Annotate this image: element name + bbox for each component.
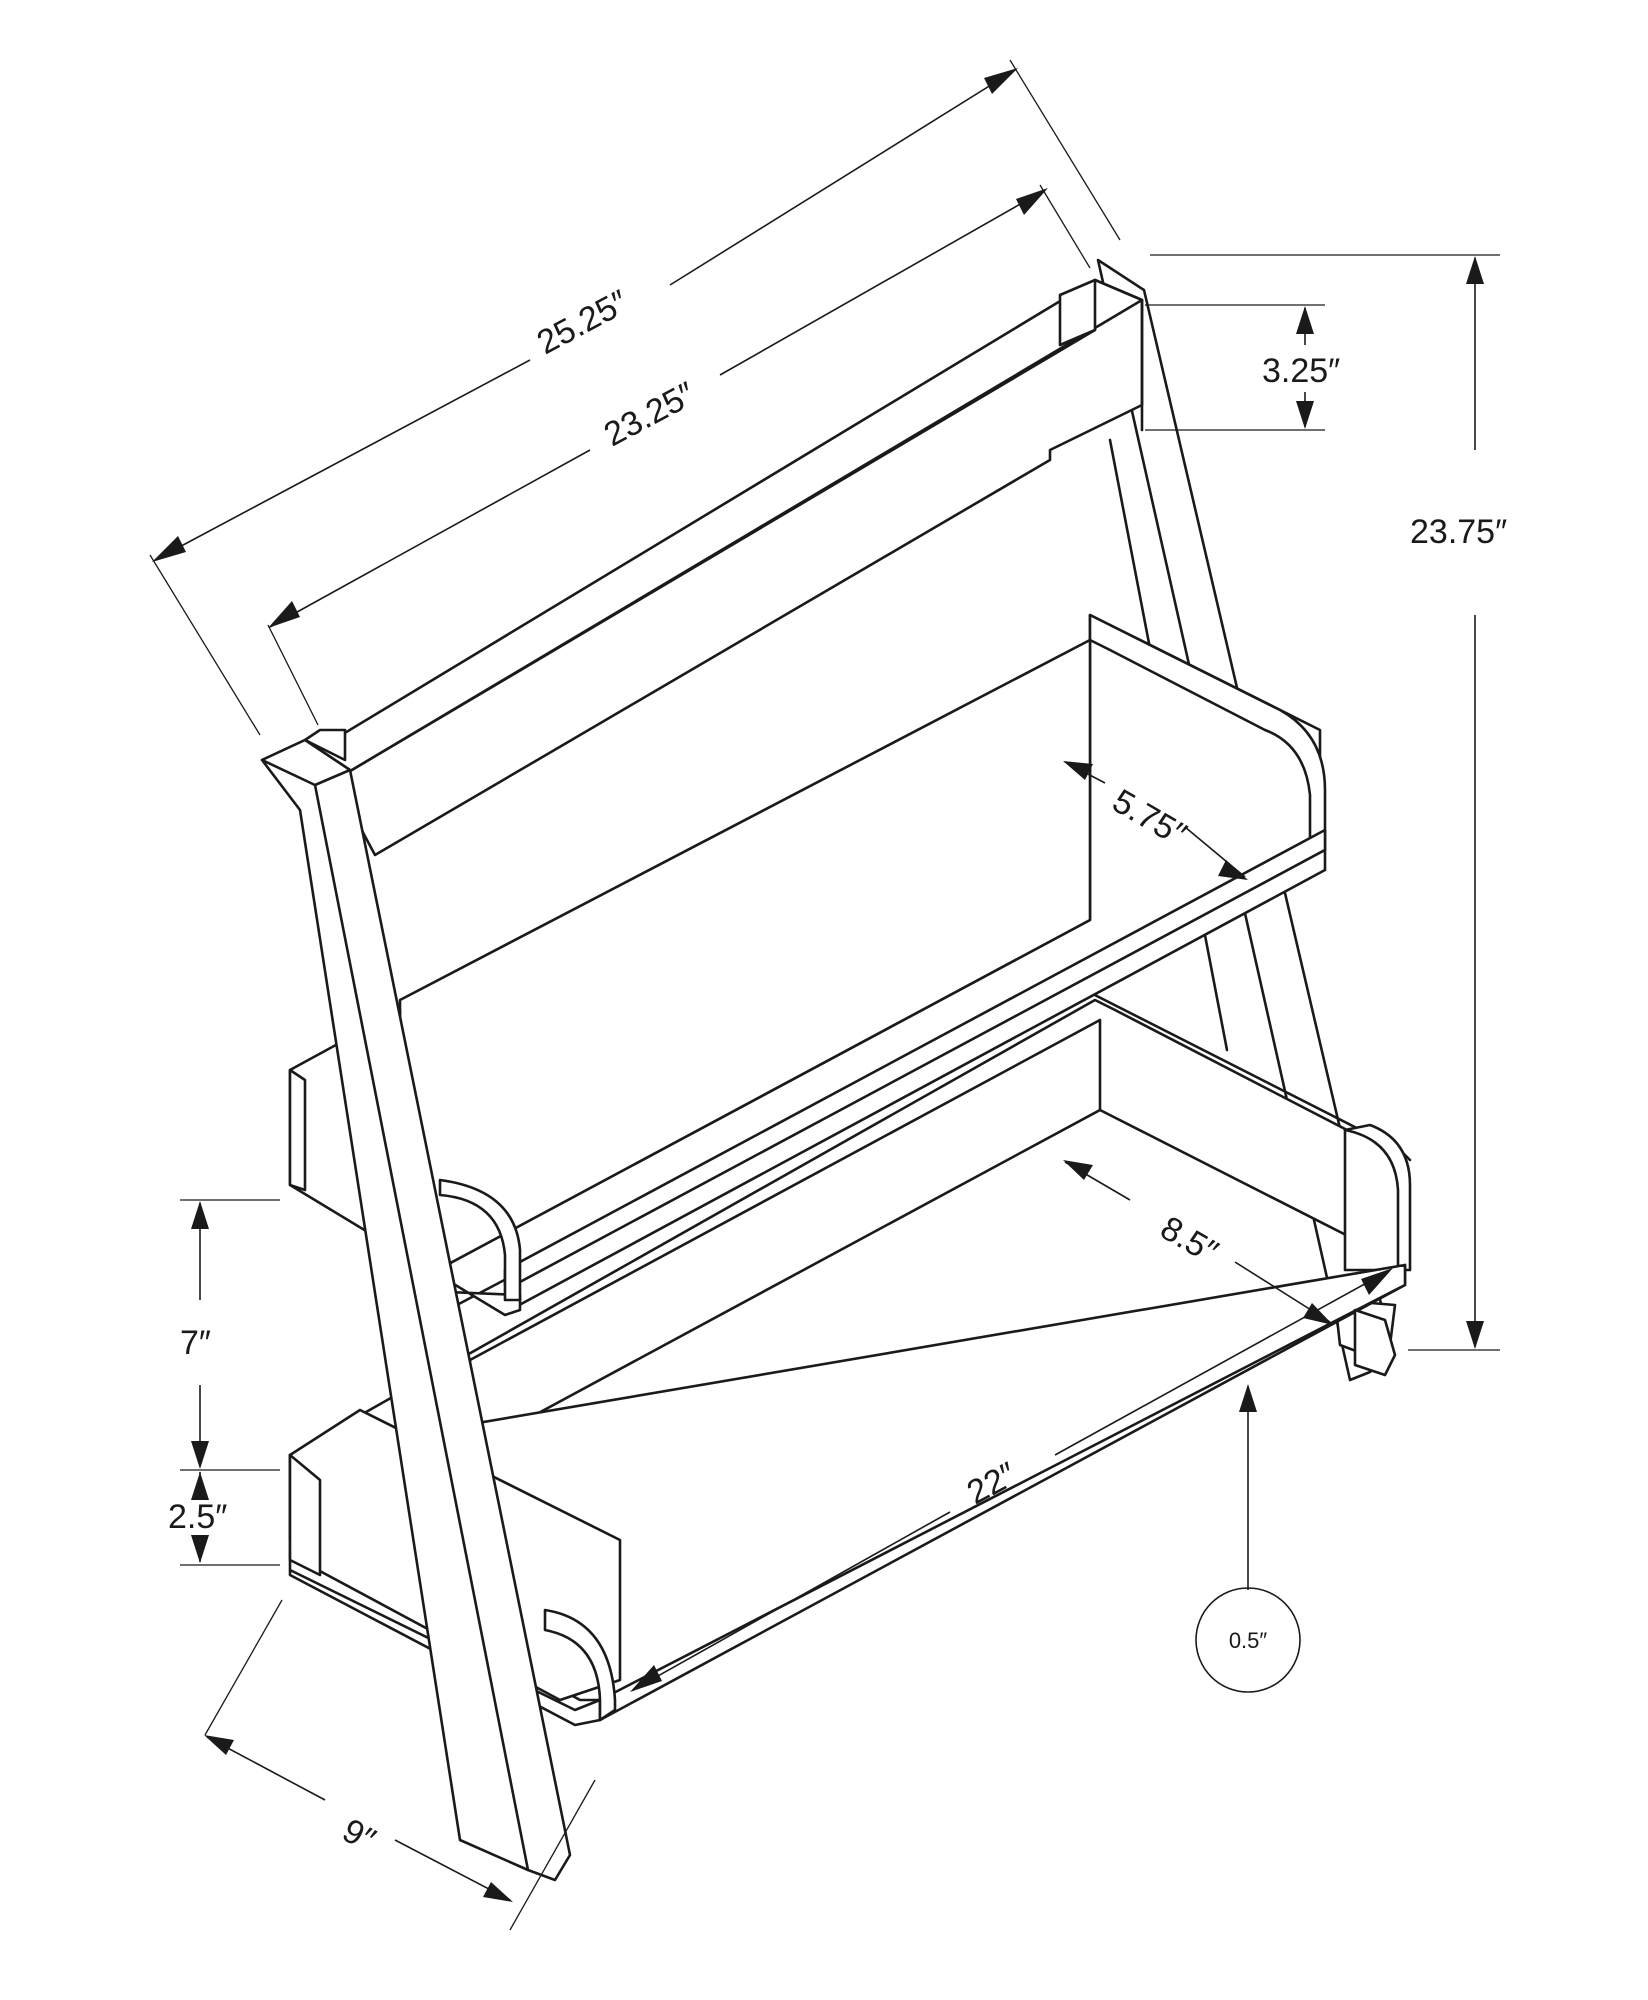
label-overall-depth: 9″ <box>336 1812 381 1860</box>
label-shelf-inner-width: 23.25″ <box>598 375 702 454</box>
dimension-lip-height: 2.5″ <box>168 1472 280 1566</box>
dimension-back-rail-height: 3.25″ <box>1145 304 1340 431</box>
middle-shelf <box>288 613 1327 1337</box>
dimension-shelf-spacing: 7″ <box>180 1199 280 1471</box>
label-bottom-shelf-depth: 8.5″ <box>1154 1209 1224 1272</box>
callout-circle <box>1195 1587 1301 1693</box>
label-back-rail-height: 3.25″ <box>1262 352 1340 390</box>
label-lip-height: 2.5″ <box>168 1498 227 1536</box>
label-shelf-thickness: 0.5″ <box>1229 1628 1268 1653</box>
bottom-shelf <box>288 988 1412 1727</box>
label-overall-height: 23.75″ <box>1410 513 1507 551</box>
label-shelf-spacing: 7″ <box>180 1324 211 1362</box>
front-left-leg <box>260 728 1397 1882</box>
label-overall-width: 25.25″ <box>531 283 635 362</box>
dimension-overall-height: 23.75″ <box>1150 254 1507 1351</box>
dimension-shelf-thickness: 0.5″ <box>1195 1384 1301 1693</box>
